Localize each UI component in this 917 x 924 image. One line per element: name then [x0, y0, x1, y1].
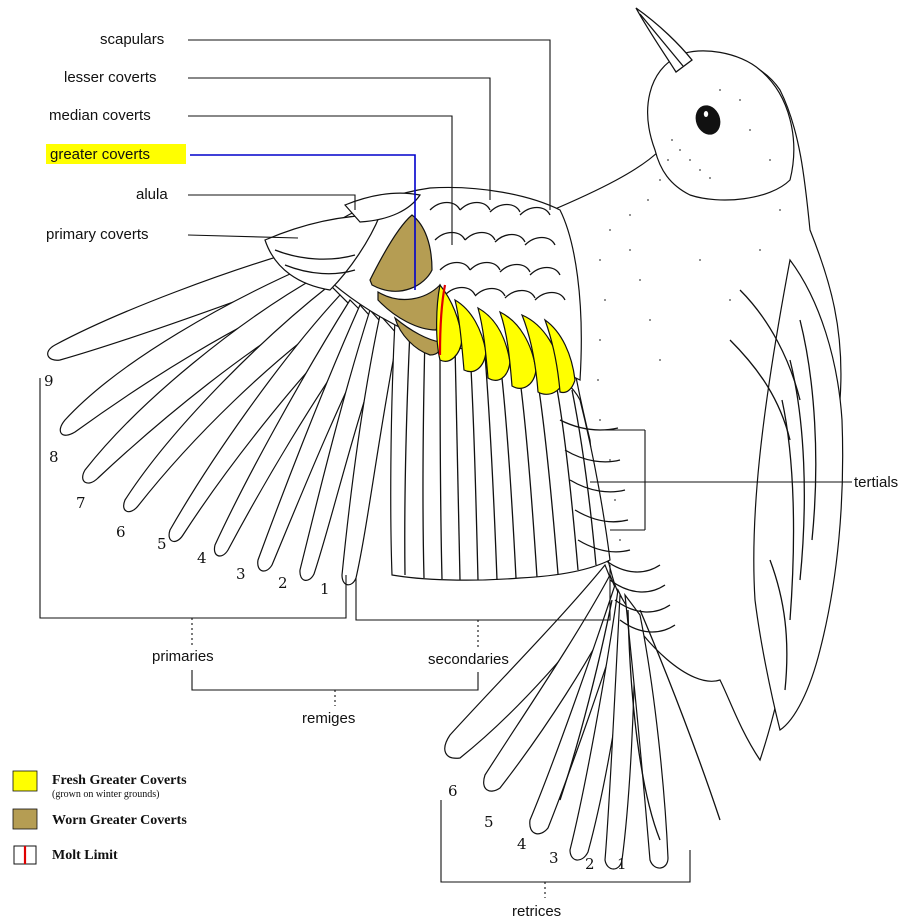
label-remiges: remiges — [302, 710, 355, 727]
label-lesser-coverts: lesser coverts — [64, 69, 157, 86]
label-tertials: tertials — [854, 474, 898, 491]
legend-swatch-worn — [13, 809, 37, 829]
tail-number: 4 — [517, 835, 527, 853]
label-scapulars: scapulars — [100, 31, 164, 48]
legend: Fresh Greater Coverts (grown on winter g… — [13, 771, 187, 864]
label-secondaries: secondaries — [428, 651, 509, 668]
tail-number: 2 — [585, 855, 595, 873]
primary-number: 7 — [76, 494, 86, 512]
near-wing — [48, 187, 630, 584]
label-retrices: retrices — [512, 903, 561, 920]
primary-number: 6 — [116, 523, 126, 541]
label-greater-coverts: greater coverts — [50, 146, 150, 163]
label-median-coverts: median coverts — [49, 107, 151, 124]
tail-number: 3 — [549, 849, 559, 867]
legend-fresh-label: Fresh Greater Coverts — [52, 773, 187, 788]
legend-fresh-note: (grown on winter grounds) — [52, 789, 159, 800]
legend-molt-label: Molt Limit — [52, 848, 118, 863]
primary-number: 9 — [44, 372, 54, 390]
legend-worn-label: Worn Greater Coverts — [52, 813, 187, 828]
primary-number: 1 — [320, 580, 330, 598]
primary-number: 5 — [157, 535, 167, 553]
label-alula: alula — [136, 186, 168, 203]
bird-head — [648, 51, 794, 200]
primary-number: 2 — [278, 574, 288, 592]
tail-number: 1 — [617, 855, 627, 873]
primary-number: 8 — [49, 448, 59, 466]
primary-number: 4 — [197, 549, 207, 567]
tail-number: 5 — [484, 813, 494, 831]
legend-swatch-fresh — [13, 771, 37, 791]
label-primaries: primaries — [152, 648, 214, 665]
tail-number: 6 — [448, 782, 458, 800]
primary-number: 3 — [236, 565, 246, 583]
label-primary-coverts: primary coverts — [46, 226, 149, 243]
bird-beak — [636, 8, 692, 72]
